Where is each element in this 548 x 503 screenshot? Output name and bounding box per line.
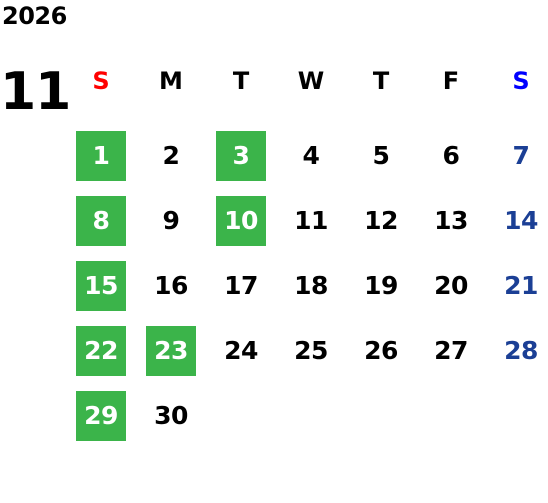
day-cell: 30 <box>136 383 206 448</box>
weekday-header-tue: T <box>232 66 250 95</box>
day-cell: 18 <box>276 253 346 318</box>
day-number: 17 <box>224 271 258 300</box>
day-cell: 20 <box>416 253 486 318</box>
day-cell-highlighted: 23 <box>136 318 206 383</box>
day-cell: 24 <box>206 318 276 383</box>
day-number: 27 <box>434 336 468 365</box>
day-number: 12 <box>364 206 398 235</box>
day-number: 2 <box>162 141 180 170</box>
month-label: 11 <box>0 62 71 122</box>
day-number: 21 <box>504 271 538 300</box>
day-cell: 13 <box>416 188 486 253</box>
day-number: 13 <box>434 206 468 235</box>
weekday-header-sun: S <box>92 66 110 95</box>
day-number: 19 <box>364 271 398 300</box>
day-number: 10 <box>216 195 266 246</box>
day-cell: 2 <box>136 123 206 188</box>
day-number: 11 <box>294 206 328 235</box>
day-number: 18 <box>294 271 328 300</box>
day-cell: 26 <box>346 318 416 383</box>
day-number: 29 <box>76 390 126 441</box>
day-number: 4 <box>302 141 320 170</box>
day-number: 28 <box>504 336 538 365</box>
weekday-header-sat: S <box>512 66 530 95</box>
day-cell: 21 <box>486 253 548 318</box>
day-number: 22 <box>76 325 126 376</box>
day-cell-highlighted: 8 <box>66 188 136 253</box>
day-cell: 17 <box>206 253 276 318</box>
day-cell: 11 <box>276 188 346 253</box>
day-cell: 25 <box>276 318 346 383</box>
day-cell-highlighted: 1 <box>66 123 136 188</box>
day-number: 15 <box>76 260 126 311</box>
day-number: 16 <box>154 271 188 300</box>
weekday-header-wed: W <box>297 66 325 95</box>
day-number: 30 <box>154 401 188 430</box>
day-cell: 7 <box>486 123 548 188</box>
weekday-header-fri: F <box>442 66 460 95</box>
day-cell: 27 <box>416 318 486 383</box>
day-cell-highlighted: 22 <box>66 318 136 383</box>
day-number: 7 <box>512 141 530 170</box>
day-cell: 28 <box>486 318 548 383</box>
calendar-grid: S M T W T F S 1 2 3 4 5 6 7 8 9 10 11 12… <box>66 58 548 448</box>
day-cell-highlighted: 10 <box>206 188 276 253</box>
year-label: 2026 <box>2 2 67 30</box>
day-cell: 6 <box>416 123 486 188</box>
day-cell: 4 <box>276 123 346 188</box>
day-number: 24 <box>224 336 258 365</box>
day-cell: 16 <box>136 253 206 318</box>
day-number: 9 <box>162 206 180 235</box>
day-number: 1 <box>76 130 126 181</box>
day-cell-highlighted: 29 <box>66 383 136 448</box>
day-cell: 5 <box>346 123 416 188</box>
day-number: 8 <box>76 195 126 246</box>
day-number: 26 <box>364 336 398 365</box>
weekday-header-mon: M <box>159 66 183 95</box>
day-number: 6 <box>442 141 460 170</box>
day-number: 5 <box>372 141 390 170</box>
day-number: 25 <box>294 336 328 365</box>
day-number: 20 <box>434 271 468 300</box>
day-cell: 19 <box>346 253 416 318</box>
day-cell: 12 <box>346 188 416 253</box>
day-number: 14 <box>504 206 538 235</box>
weekday-header-thu: T <box>372 66 390 95</box>
day-cell-highlighted: 3 <box>206 123 276 188</box>
day-cell-highlighted: 15 <box>66 253 136 318</box>
day-number: 3 <box>216 130 266 181</box>
day-number: 23 <box>146 325 196 376</box>
day-cell: 14 <box>486 188 548 253</box>
day-cell: 9 <box>136 188 206 253</box>
